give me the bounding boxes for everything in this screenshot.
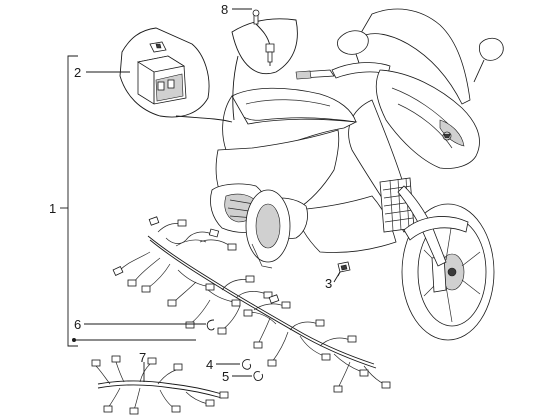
callout-3: 3 [325, 276, 332, 291]
part-5-clamp [253, 371, 263, 381]
main-wiring-harness [112, 216, 391, 393]
part-8-sensor [231, 9, 298, 121]
callout-8: 8 [221, 2, 228, 17]
part-2-control-unit [119, 27, 233, 123]
callout-6: 6 [74, 317, 81, 332]
part-3-connector [337, 261, 351, 277]
callout-2: 2 [74, 65, 81, 80]
callout-4: 4 [206, 357, 213, 372]
callout-5: 5 [222, 369, 229, 384]
callout-7: 7 [139, 350, 146, 365]
callout-1: 1 [49, 201, 56, 216]
part-6-clamp [206, 319, 215, 331]
scooter-illustration [210, 8, 504, 341]
harness-connectors [112, 216, 391, 393]
leader-lines [60, 8, 341, 382]
callout-labels: 1 2 3 4 5 6 7 8 [49, 2, 332, 384]
part-4-clamp [241, 359, 251, 370]
secondary-wiring-harness [91, 355, 229, 415]
